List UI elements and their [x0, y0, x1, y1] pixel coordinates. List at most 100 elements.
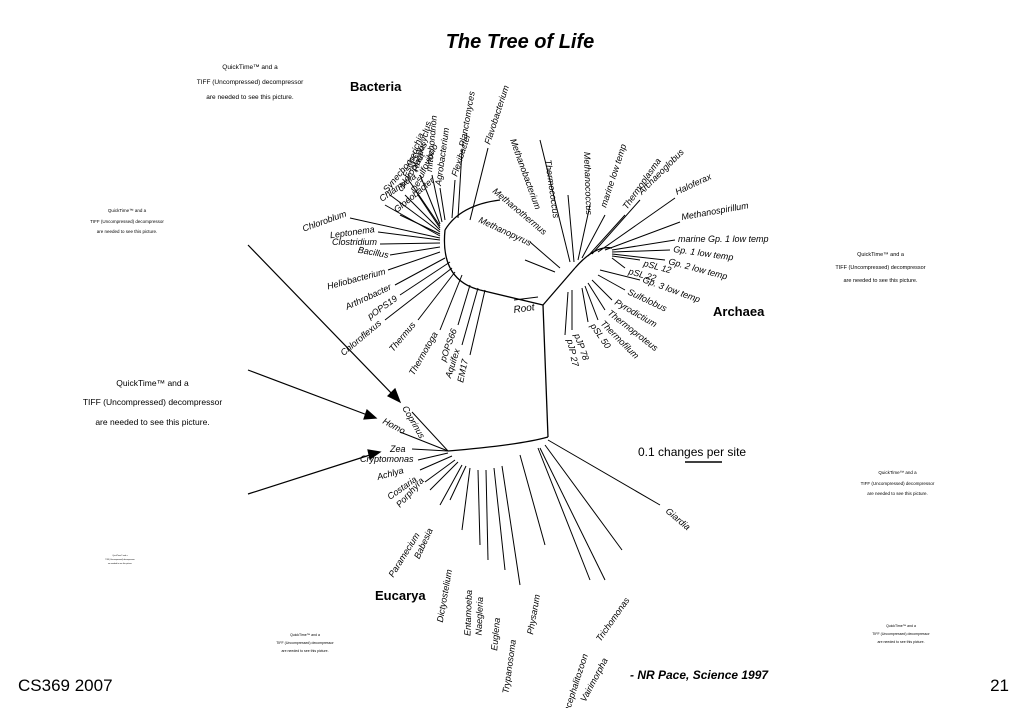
taxon-label-euglena: Euglena — [489, 617, 502, 651]
branch-giardia — [547, 439, 661, 506]
branch-mitochondrion — [431, 174, 443, 223]
taxon-label-thermococcus: Thermococcus — [543, 159, 561, 219]
taxon-label-em17: EM17 — [455, 357, 470, 383]
taxon-label-dictyostelium: Dictyostelium — [435, 568, 454, 623]
taxon-label-coprinus: Coprinus — [400, 404, 427, 441]
branch-flexibacter — [451, 179, 456, 219]
branch-planctomyces — [457, 149, 463, 219]
taxon-label-thermus: Thermus — [387, 319, 418, 353]
arrows — [247, 244, 402, 495]
placeholder-line1: QuickTime™ and a — [878, 470, 917, 476]
taxon-label-giardia: Giardia — [664, 506, 693, 532]
tree-backbone — [443, 199, 613, 452]
placeholder-line3: are needed to see this picture. — [206, 94, 294, 102]
branch-zea — [411, 448, 449, 452]
branch-cryptomonas — [417, 452, 449, 461]
branch-haloferax — [597, 197, 676, 253]
branch-bacillus — [389, 246, 441, 256]
branch-archaeoglobus — [591, 199, 641, 255]
branch-porphyra — [429, 461, 459, 491]
placeholder-line1: QuickTime™ and a — [107, 208, 147, 214]
taxon-label-flexibacter: Flexibacter — [449, 132, 472, 178]
branch-thermofilum — [584, 285, 599, 321]
branch-vairimorpha — [539, 447, 606, 581]
branch-trypanosoma — [501, 465, 521, 586]
branch-achlya — [419, 455, 453, 471]
placeholder-line3: are needed to see this picture. — [281, 649, 329, 654]
branch-methanococcus — [577, 204, 591, 261]
taxon-label-haloferax: Haloferax — [674, 171, 714, 197]
taxon-label-flavobacterium: Flavobacterium — [482, 84, 511, 146]
branch-chloroblum — [349, 217, 441, 239]
image-placeholder-left-small: QuickTime™ and a TIFF (Uncompressed) dec… — [72, 203, 182, 239]
branch-methanothermus — [529, 241, 561, 269]
domain-label-bacteria: Bacteria — [350, 79, 402, 94]
branch-chloroflexus — [384, 267, 453, 321]
placeholder-line2: TIFF (Uncompressed) decompressor — [196, 79, 304, 87]
placeholder-line3: are needed to see this picture. — [843, 277, 918, 284]
branch-rhodocyclus — [419, 174, 441, 225]
image-placeholder-bottom-center: QuickTime™ and a TIFF (Uncompressed) dec… — [270, 629, 340, 657]
placeholder-line3: are needed to see this picture. — [95, 416, 210, 427]
taxon-label-physarum: Physarum — [525, 593, 542, 635]
branch-dictyostelium — [461, 467, 471, 531]
branch-babesia — [449, 465, 467, 501]
branch-pops66 — [457, 284, 471, 326]
taxon-label-bacillus: Bacillus — [357, 245, 390, 260]
taxon-label-naegleria: Naegleria — [474, 597, 485, 636]
placeholder-line3: are needed to see this picture. — [877, 640, 925, 645]
branch-encephalitozoon — [537, 447, 591, 581]
placeholder-line3: are needed to see this picture. — [107, 563, 133, 566]
branch-thermoplasma — [587, 214, 626, 257]
diagram-title: The Tree of Life — [446, 31, 595, 53]
taxon-label-homo: Homo — [381, 416, 407, 436]
branch-lines — [349, 139, 681, 586]
placeholder-line2: TIFF (Uncompressed) decompressor — [90, 218, 164, 224]
taxon-label-clostridium: Clostridium — [332, 237, 378, 247]
root-label: Root — [513, 302, 537, 316]
placeholder-line3: are needed to see this picture. — [867, 490, 928, 496]
image-placeholder-top: QuickTime™ and a TIFF (Uncompressed) dec… — [180, 57, 320, 109]
footer-page-number: 21 — [990, 676, 1009, 695]
branch-pyrodictium — [591, 279, 613, 301]
taxon-label-chloroflexus: Chloroflexus — [339, 318, 384, 358]
taxon-label-zea: Zea — [389, 444, 406, 454]
placeholder-line2: TIFF (Uncompressed) decompressor — [872, 632, 930, 637]
branch-marine-low-temp — [581, 214, 606, 259]
branch-flavobacterium — [469, 147, 489, 221]
branch-gp-1-low-temp — [611, 249, 671, 253]
taxon-label-thermotoga: Thermotoga — [407, 330, 440, 377]
branch-arthrobacter — [394, 257, 446, 286]
branch-thermotoga — [439, 274, 463, 331]
placeholder-line1: QuickTime™ and a — [116, 377, 189, 388]
branch-paramecium — [439, 464, 463, 506]
placeholder-line1: QuickTime™ and a — [290, 633, 320, 638]
taxon-label-achlya: Achlya — [375, 465, 405, 482]
branch-pops19 — [399, 261, 451, 296]
branch-pjp-27 — [564, 291, 569, 336]
domain-label-eucarya: Eucarya — [375, 588, 426, 603]
image-placeholder-right-bottom: QuickTime™ and a TIFF (Uncompressed) dec… — [866, 620, 936, 648]
taxon-labels: FlavobacteriumPlanctomycesFlexibacterAgr… — [301, 84, 769, 708]
branch-chlamydia — [384, 204, 441, 237]
branch-gp-2-low-temp — [611, 253, 666, 261]
domain-label-archaea: Archaea — [713, 304, 765, 319]
placeholder-line2: TIFF (Uncompressed) decompressor — [105, 559, 135, 562]
branch-aquifex — [461, 287, 479, 346]
branch-entamoeba — [477, 469, 481, 546]
placeholder-line1: QuickTime™ and a — [857, 252, 904, 259]
taxon-label-marine-gp-1-low-temp: marine Gp. 1 low temp — [678, 234, 769, 244]
branch-psl-50 — [581, 287, 589, 323]
branch-coprinus — [411, 411, 449, 452]
taxon-label-marine-low-temp: marine low temp — [598, 143, 628, 209]
placeholder-line2: TIFF (Uncompressed) decompressor — [860, 480, 935, 486]
placeholder-line2: TIFF (Uncompressed) decompressor — [82, 397, 223, 408]
branch-sulfolobus — [597, 274, 626, 291]
branch-synechococcus — [389, 194, 441, 233]
branch-escherichia — [409, 181, 441, 227]
image-placeholder-left-tiny: QuickTime™ and a TIFF (Uncompressed) dec… — [100, 553, 140, 567]
branch-marine-gp-1-low-temp — [611, 239, 676, 251]
branch-homo — [399, 431, 449, 452]
taxon-label-methanospirillum: Methanospirillum — [681, 200, 750, 222]
